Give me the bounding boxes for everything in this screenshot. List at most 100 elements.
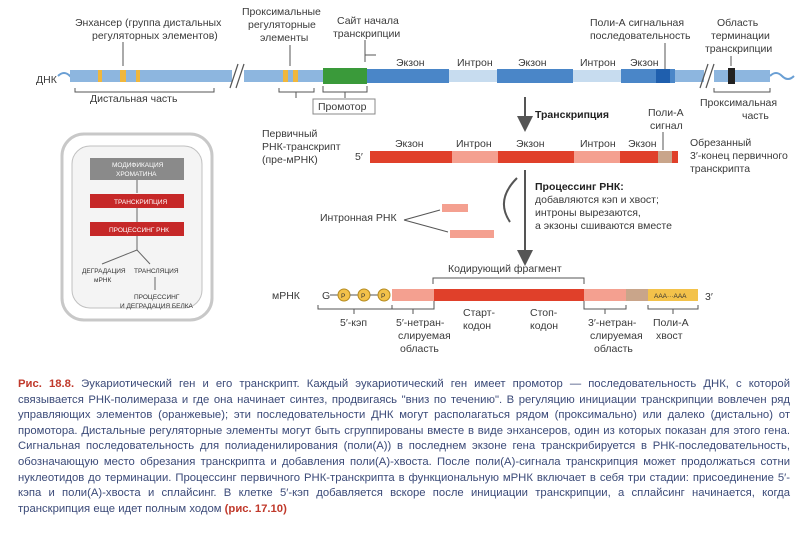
stop-codon-label-2: кодон bbox=[530, 320, 558, 332]
caption-text: Эукариотический ген и его транскрипт. Ка… bbox=[18, 378, 791, 515]
pre-mrna-intron-label-1: Интрон bbox=[456, 138, 492, 150]
inset-chromatin-2: ХРОМАТИНА bbox=[116, 171, 157, 178]
pre-mrna-exon-label-2: Экзон bbox=[516, 138, 545, 150]
promoter-label-box bbox=[312, 98, 376, 115]
enhancer-element-1 bbox=[98, 70, 102, 82]
phosphate-3-label: P bbox=[381, 293, 385, 300]
termination-label-2: терминации bbox=[711, 30, 770, 42]
proximal-part-label-1: Проксимальная bbox=[700, 97, 777, 109]
mrna-bottom-brackets bbox=[317, 301, 699, 314]
proximal-element-2 bbox=[293, 70, 298, 82]
dna-exon-label-2: Экзон bbox=[518, 57, 547, 69]
cleaved-end-label-2: 3′-конец первичного bbox=[690, 150, 788, 162]
inset-protein-2: И ДЕГРАДАЦИЯ БЕЛКА bbox=[120, 303, 194, 310]
enhancer-element-3 bbox=[136, 70, 140, 82]
polya-tail-label-1: Поли-А bbox=[653, 317, 689, 329]
processing-line-1: добавляются кэп и хвост; bbox=[535, 194, 659, 206]
dna-exon-2 bbox=[497, 69, 573, 83]
pre-mrna-polya-site bbox=[658, 151, 672, 163]
figure-number: Рис. 18.8. bbox=[18, 378, 75, 390]
inset-transcription-box bbox=[90, 194, 184, 208]
dna-exon-1 bbox=[367, 69, 449, 83]
intron-rna-label: Интронная РНК bbox=[320, 212, 397, 224]
mrna-three-prime: 3′ bbox=[705, 291, 713, 303]
dna-exon-label-3: Экзон bbox=[630, 57, 659, 69]
cap-label: 5′-кэп bbox=[340, 317, 367, 329]
pre-mrna-intron-1 bbox=[452, 151, 498, 163]
transcription-label: Транскрипция bbox=[535, 109, 609, 121]
top-leader-lines bbox=[122, 40, 732, 70]
polya-signal-label-1: Поли-А bbox=[648, 107, 684, 119]
dna-exon-label-1: Экзон bbox=[396, 57, 425, 69]
promoter-label: Промотор bbox=[318, 101, 367, 113]
coding-region-bracket bbox=[432, 277, 585, 284]
caption-reference: (рис. 17.10) bbox=[224, 502, 287, 515]
pre-mrna-exon-label-1: Экзон bbox=[395, 138, 424, 150]
inset-panel: МОДИФИКАЦИЯ ХРОМАТИНА ТРАНСКРИПЦИЯ ПРОЦЕ… bbox=[60, 132, 214, 322]
dna-bottom-brackets bbox=[74, 86, 771, 98]
dna-intron-label-2: Интрон bbox=[580, 57, 616, 69]
processing-line-2: интроны вырезаются, bbox=[535, 207, 641, 219]
intron-rna-fragment-1 bbox=[442, 204, 468, 212]
proximal-part-label-2: часть bbox=[742, 110, 769, 122]
mrna-utr3 bbox=[584, 289, 626, 301]
intron-removal-arrow bbox=[502, 177, 518, 223]
cleaved-end-label-1: Обрезанный bbox=[690, 137, 751, 149]
proximal-label-1: Проксимальные bbox=[242, 6, 321, 18]
processing-title: Процессинг РНК: bbox=[535, 181, 624, 193]
start-codon-label-2: кодон bbox=[463, 320, 491, 332]
figure-caption: Рис. 18.8. Эукариотический ген и его тра… bbox=[18, 377, 790, 517]
mrna-utr5 bbox=[392, 289, 434, 301]
proximal-element-1 bbox=[283, 70, 288, 82]
primary-transcript-label-1: Первичный bbox=[262, 128, 317, 140]
primary-transcript-label-2: РНК-транскрипт bbox=[262, 141, 341, 153]
inset-degradation-1: ДЕГРАДАЦИЯ bbox=[82, 268, 126, 275]
dna-break-1 bbox=[229, 63, 245, 89]
distal-part-label: Дистальная часть bbox=[90, 93, 178, 105]
dna-bar-distal bbox=[70, 70, 232, 82]
polya-signal-label-2: сигнал bbox=[650, 120, 683, 132]
utr5-label-1: 5′-нетран- bbox=[396, 317, 445, 329]
stop-codon-label-1: Стоп- bbox=[530, 307, 558, 319]
utr3-label-2: слируемая bbox=[590, 330, 643, 342]
top-labels: Энхансер (группа дистальных регуляторных… bbox=[75, 6, 772, 55]
gene-diagram: Энхансер (группа дистальных регуляторных… bbox=[36, 6, 795, 355]
promoter-block bbox=[323, 68, 367, 84]
inset-translation: ТРАНСЛЯЦИЯ bbox=[134, 268, 179, 275]
dna-intron-1 bbox=[449, 70, 497, 82]
tss-label-2: транскрипции bbox=[333, 28, 400, 40]
mrna-label: мРНК bbox=[272, 290, 301, 302]
enhancer-label-1: Энхансер (группа дистальных bbox=[75, 17, 222, 29]
proximal-label-3: элементы bbox=[260, 32, 308, 44]
processing-line-3: а экзоны сшиваются вместе bbox=[535, 220, 672, 232]
dna-intron-label-1: Интрон bbox=[457, 57, 493, 69]
inset-chromatin-box bbox=[90, 158, 184, 180]
mrna-coding bbox=[434, 289, 584, 301]
pre-mrna-exon-label-3: Экзон bbox=[628, 138, 657, 150]
utr5-label-2: слируемая bbox=[398, 330, 451, 342]
cleaved-end-label-3: транскрипта bbox=[690, 163, 750, 175]
phosphate-1-label: P bbox=[341, 293, 345, 300]
polya-signal-box bbox=[656, 69, 670, 83]
polya-seq-label-2: последовательность bbox=[590, 30, 691, 42]
enhancer-label-2: регуляторных элементов) bbox=[92, 30, 218, 42]
termination-box bbox=[728, 68, 735, 84]
phosphate-3 bbox=[377, 288, 391, 302]
utr5-label-3: область bbox=[400, 343, 439, 355]
pre-mrna-exon-1 bbox=[370, 151, 452, 163]
pre-mrna-tail bbox=[672, 151, 678, 163]
inset-degradation-2: мРНК bbox=[94, 277, 111, 284]
inset-processing: ПРОЦЕССИНГ РНК bbox=[109, 227, 169, 234]
five-prime-label: 5′ bbox=[355, 151, 363, 163]
dna-intron-2 bbox=[573, 70, 621, 82]
pre-mrna-intron-2 bbox=[574, 151, 620, 163]
pre-mrna-intron-label-2: Интрон bbox=[580, 138, 616, 150]
termination-label-1: Область bbox=[717, 17, 759, 29]
dna-break-2 bbox=[699, 63, 715, 89]
cap-g-label: G bbox=[322, 290, 330, 302]
dna-label: ДНК bbox=[36, 74, 58, 86]
polya-tail-label-2: хвост bbox=[656, 330, 683, 342]
primary-transcript-label-3: (пре-мРНК) bbox=[262, 154, 318, 166]
mrna-polya-site bbox=[626, 289, 648, 301]
inset-chromatin-1: МОДИФИКАЦИЯ bbox=[112, 162, 164, 169]
